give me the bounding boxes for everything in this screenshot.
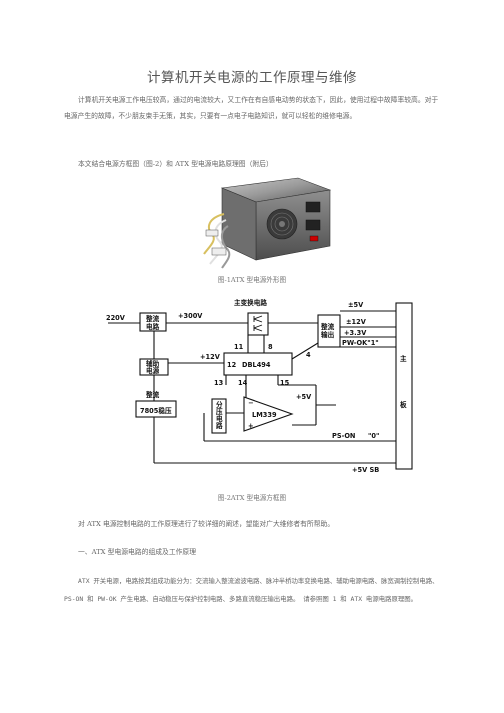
pin-8-label: 8: [268, 343, 273, 351]
rectifier-label-1: 整流: [146, 314, 160, 323]
section-heading: 一、ATX 型电源电路的组成及工作原理: [78, 548, 197, 556]
v5-label: +5V: [296, 393, 312, 401]
divider-label-4: 路: [216, 421, 223, 430]
out-12v-label: ±12V: [346, 318, 367, 326]
aux-label-1: 辅助: [146, 359, 160, 368]
atx-block-diagram: 220V 整流 电路 +300V 主变换电路 11 8 4 12 DBL494 …: [106, 298, 413, 474]
figure-1-caption: 图-1ATX 型电源外形图: [217, 276, 287, 284]
rect-out-label-2: 输出: [321, 330, 335, 339]
lm339-comparator: [243, 396, 294, 432]
figure-2-caption: 图-2ATX 型电源方框图: [217, 494, 287, 502]
intro-paragraph: 计算机开关电源工作电压较高，通过的电流较大，又工作在有自感电动势的状态下，因此，…: [64, 96, 439, 120]
main-converter-block: [247, 312, 269, 336]
ac-input-label: 220V: [106, 314, 126, 322]
out-5v-label: ±5V: [348, 301, 364, 309]
out-33v-label: +3.3V: [344, 329, 367, 337]
regulator-label-1: 整流: [146, 390, 160, 399]
mainboard-label-1: 主: [400, 354, 407, 363]
pin-13-label: 13: [214, 379, 224, 387]
power-supply-photo: [203, 177, 332, 269]
body-paragraph: 对 ATX 电源控制电路的工作原理进行了较详细的阐述，望能对广大维修者有所帮助。: [78, 520, 335, 528]
mainboard-label-2: 板: [400, 400, 407, 409]
dbl494-chip-block: [223, 352, 293, 376]
comparator-label: LM339: [252, 411, 277, 419]
aux-power-block: [139, 358, 169, 376]
rectifier-label-2: 电路: [146, 322, 160, 331]
comparator-plus: +: [248, 422, 254, 430]
main-converter-label: 主变换电路: [234, 298, 267, 307]
pwok-label: PW-OK"1": [342, 339, 379, 347]
v5sb-label: +5V SB: [352, 466, 379, 474]
v300-label: +300V: [178, 312, 203, 320]
aux-label-2: 电源: [146, 366, 160, 375]
pin-4-label: 4: [306, 351, 311, 359]
pin-11-label: 11: [234, 343, 244, 351]
pin-12-label: 12: [227, 361, 237, 369]
divider-label-1: 分: [216, 400, 223, 409]
regulator-label-2: 7805稳压: [140, 406, 172, 415]
comparator-minus: −: [248, 399, 254, 407]
regulator-7805-block: [135, 400, 177, 418]
pin-14-label: 14: [238, 379, 248, 387]
v12-aux-label: +12V: [200, 353, 221, 361]
divider-label-3: 电: [216, 414, 223, 423]
rect-out-label-1: 整流: [321, 322, 335, 331]
pin-15-label: 15: [280, 379, 290, 387]
rectifier-block: [139, 312, 167, 332]
voltage-divider-block: [211, 398, 227, 434]
rectifier-output-block: [317, 314, 341, 348]
page-title: 计算机开关电源的工作原理与维修: [147, 70, 357, 86]
mainboard-block: [395, 302, 413, 470]
pson-label: PS-ON: [332, 432, 355, 440]
section-paragraph: ATX 开关电源，电路按其组成功能分为：交流输入整流滤波电路、脉冲半桥功率变换电…: [64, 577, 439, 603]
divider-label-2: 压: [216, 407, 223, 416]
chip-label: DBL494: [242, 361, 271, 369]
intro-paragraph-2: 本文结合电源方框图（图-2）和 ATX 型电源电路原理图（附后）: [78, 160, 273, 168]
pson-value-label: "0": [368, 432, 379, 440]
